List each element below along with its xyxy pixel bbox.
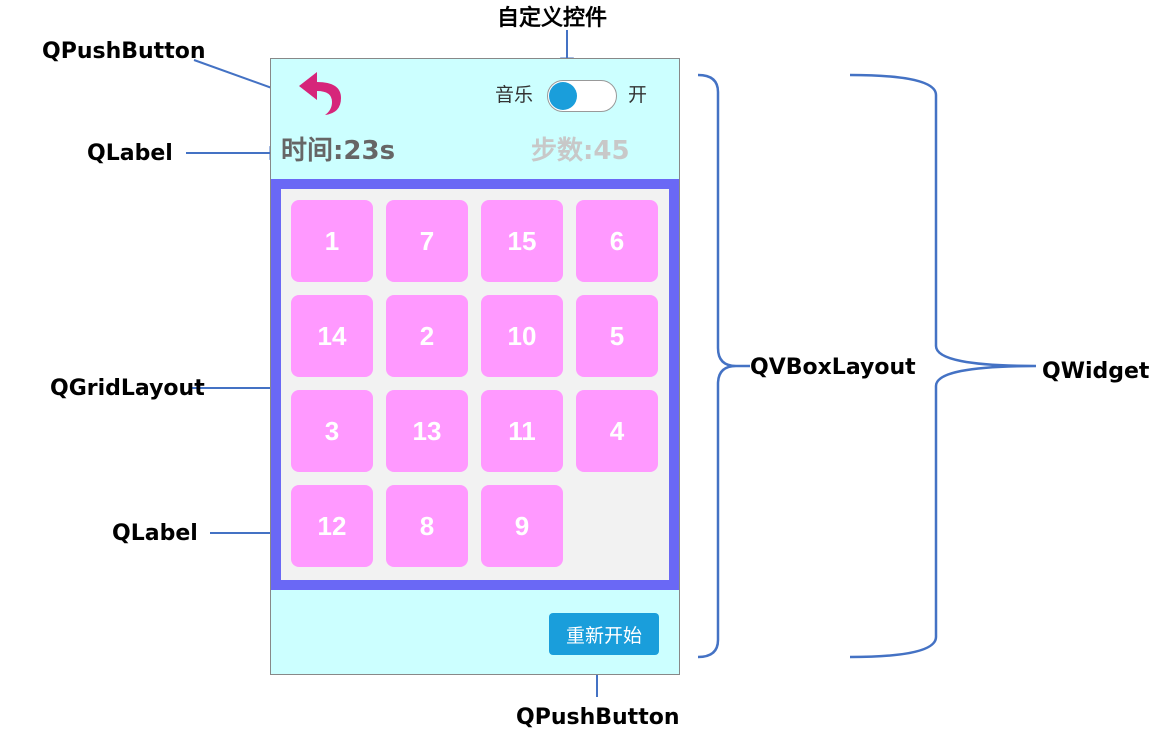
music-toggle-state: 开	[628, 84, 648, 106]
puzzle-tile[interactable]: 9	[481, 485, 563, 567]
puzzle-tile[interactable]: 8	[386, 485, 468, 567]
annotation-restart-button: QPushButton	[516, 705, 680, 730]
puzzle-tile[interactable]: 15	[481, 200, 563, 282]
puzzle-tile[interactable]: 13	[386, 390, 468, 472]
back-arrow-icon	[299, 72, 341, 115]
annotation-widget: QWidget	[1042, 359, 1150, 384]
puzzle-tile[interactable]: 14	[291, 295, 373, 377]
puzzle-tile[interactable]: 2	[386, 295, 468, 377]
puzzle-tile[interactable]: 7	[386, 200, 468, 282]
annotation-time-label: QLabel	[87, 141, 173, 166]
toggle-knob	[549, 82, 577, 110]
brace-widget	[849, 73, 1037, 659]
steps-label: 步数:45	[531, 136, 630, 166]
puzzle-tile[interactable]: 10	[481, 295, 563, 377]
restart-button[interactable]: 重新开始	[549, 613, 659, 655]
annotation-custom-widget: 自定义控件	[497, 6, 608, 31]
music-label: 音乐	[495, 84, 534, 106]
music-toggle[interactable]	[547, 80, 617, 112]
annotation-back-button: QPushButton	[42, 39, 206, 64]
puzzle-tile[interactable]: 11	[481, 390, 563, 472]
puzzle-tile[interactable]: 6	[576, 200, 658, 282]
puzzle-tile[interactable]: 12	[291, 485, 373, 567]
puzzle-tile[interactable]: 1	[291, 200, 373, 282]
annotation-tile-label: QLabel	[112, 521, 198, 546]
brace-vbox-layout	[697, 73, 737, 659]
puzzle-tile[interactable]: 3	[291, 390, 373, 472]
time-label: 时间:23s	[281, 136, 396, 166]
annotation-grid-layout: QGridLayout	[50, 376, 205, 401]
puzzle-tile[interactable]: 4	[576, 390, 658, 472]
puzzle-tile[interactable]: 5	[576, 295, 658, 377]
annotation-vbox-layout: QVBoxLayout	[750, 355, 916, 380]
back-button[interactable]	[295, 68, 343, 118]
